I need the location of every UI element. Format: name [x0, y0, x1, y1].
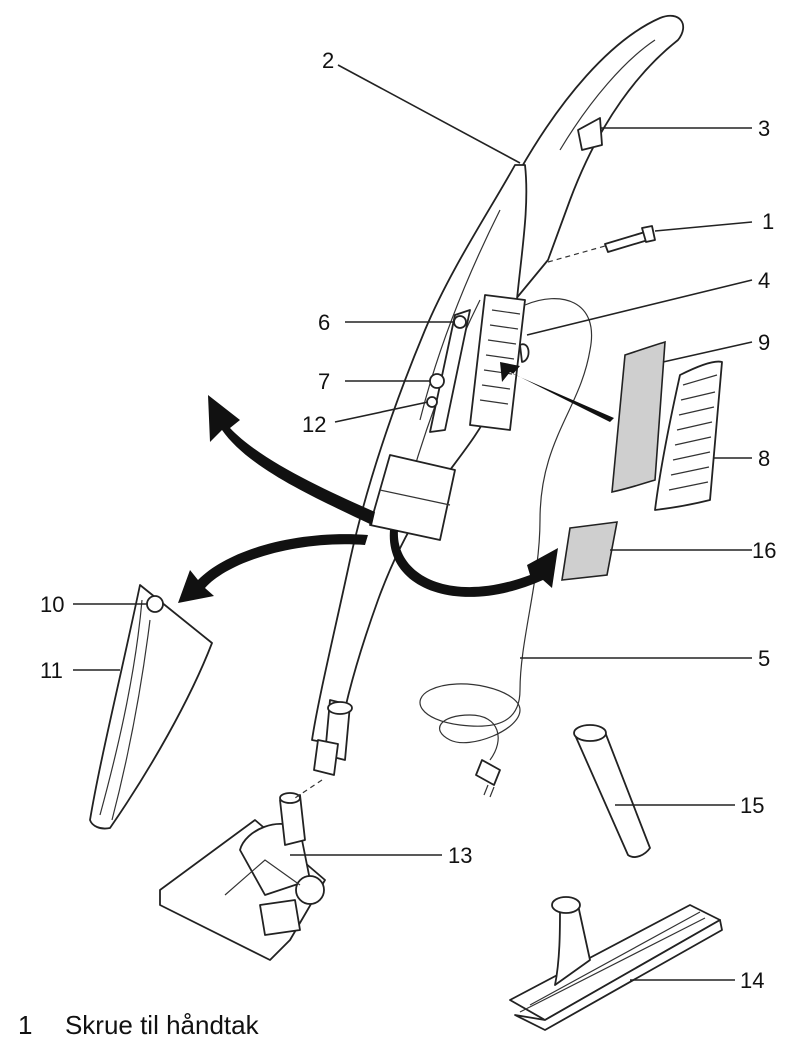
handle-latch [577, 117, 603, 151]
assembly-line-screw [547, 245, 606, 263]
container-release-button [146, 595, 164, 613]
parts-legend-item: 1 Skrue til håndtak [18, 1010, 259, 1041]
callout-9: 9 [758, 330, 770, 355]
callout-16: 16 [752, 538, 776, 563]
power-switch [453, 315, 467, 329]
callout-11: 11 [40, 658, 63, 683]
parquet-brush [509, 896, 723, 1031]
arrow-right-icon [389, 530, 558, 597]
callout-1: 1 [762, 209, 774, 234]
filter [611, 340, 666, 494]
arrow-into-grille-icon [500, 362, 614, 422]
rotation-arrows [178, 362, 614, 603]
indicator-light [426, 396, 438, 408]
legend-text: Skrue til håndtak [64, 1010, 259, 1040]
callout-12: 12 [302, 412, 326, 437]
callout-8: 8 [758, 446, 770, 471]
vacuum-handle [514, 15, 684, 301]
indicator-button [429, 373, 445, 389]
callout-14: 14 [740, 968, 764, 993]
crevice-tool [573, 724, 651, 858]
callout-5: 5 [758, 646, 770, 671]
floor-nozzle [159, 792, 326, 961]
callout-15: 15 [740, 793, 764, 818]
filter-pad [561, 521, 618, 581]
dust-container [89, 584, 213, 830]
callout-4: 4 [758, 268, 770, 293]
arrow-up-left-icon [208, 395, 375, 525]
callout-7: 7 [318, 369, 330, 394]
handle-screw [604, 225, 656, 253]
assembly-line-nozzle [291, 779, 323, 801]
control-panel [429, 309, 471, 433]
callout-numbers: 2 3 1 4 6 7 12 9 8 10 11 16 5 13 15 14 [40, 48, 776, 993]
motor-grille [469, 294, 530, 431]
callout-6: 6 [318, 310, 330, 335]
legend-number: 1 [18, 1010, 33, 1040]
arrow-left-icon [178, 534, 368, 603]
leader-lines [73, 64, 753, 981]
filter-grille [654, 360, 723, 511]
vacuum-main-body [311, 164, 528, 776]
callout-3: 3 [758, 116, 770, 141]
callout-13: 13 [448, 843, 472, 868]
callout-2: 2 [322, 48, 334, 73]
callout-10: 10 [40, 592, 64, 617]
